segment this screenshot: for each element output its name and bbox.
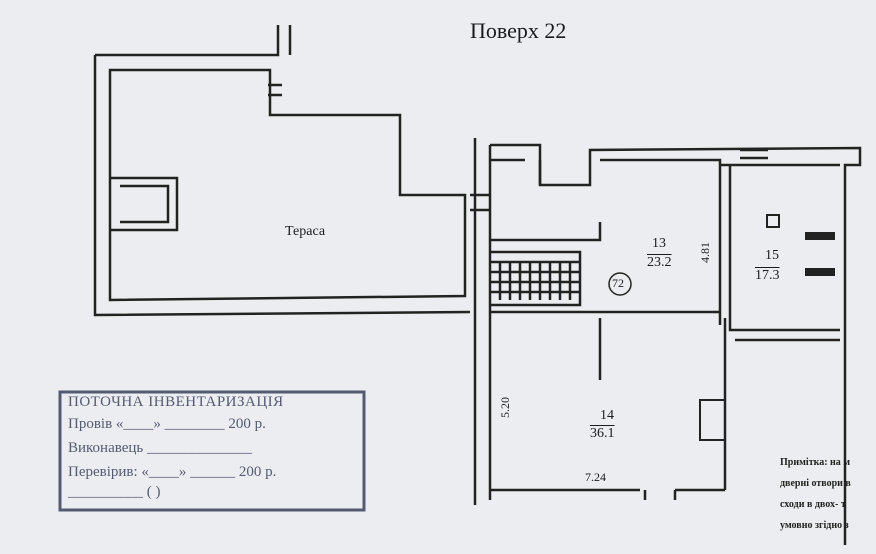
stamp-line-2: Виконавець ______________ — [68, 440, 253, 456]
room-13-area: 23.2 — [647, 255, 672, 270]
note-line: сходи в двох- т — [780, 499, 846, 510]
dimension-5-20: 5.20 — [498, 397, 512, 418]
apartment-inner-wall — [490, 158, 840, 492]
stamp-line-1: Провів «____» ________ 200 р. — [68, 416, 266, 432]
terrace-label: Тераса — [285, 224, 326, 239]
dimension-7-24: 7.24 — [585, 470, 606, 484]
terrace-outer-wall — [93, 25, 471, 317]
stamp-line-4: __________ ( ) — [68, 484, 161, 500]
room-14-number: 14 — [600, 408, 614, 423]
terrace-opening — [110, 176, 179, 232]
room-13-number: 13 — [652, 236, 666, 251]
apartment-number-circle — [608, 272, 632, 296]
room-15-number: 15 — [765, 248, 779, 263]
radiator-icon — [805, 232, 835, 240]
window-marks — [268, 83, 768, 500]
stamp-line-3: Перевірив: «____» ______ 200 р. — [68, 464, 277, 480]
stairs — [490, 222, 602, 307]
inventory-stamp: ПОТОЧНА ІНВЕНТАРИЗАЦІЯ Провів «____» ___… — [58, 384, 368, 514]
stamp-heading: ПОТОЧНА ІНВЕНТАРИЗАЦІЯ — [68, 394, 284, 410]
vent-icon — [766, 214, 780, 228]
apartment-outer-wall — [473, 138, 862, 545]
note-text: Примітка: на м дверні отвори в сходи в д… — [780, 452, 851, 536]
note-line: Примітка: на м — [780, 457, 851, 468]
floor-title: Поверх 22 — [470, 18, 567, 43]
room-15-area: 17.3 — [755, 268, 780, 283]
note-line: умовно згідно з — [780, 520, 849, 531]
note-line: дверні отвори в — [780, 478, 851, 489]
apartment-number: 72 — [612, 276, 624, 290]
room-14-area: 36.1 — [590, 426, 615, 441]
stamp-border — [58, 390, 366, 512]
dimension-4-81: 4.81 — [698, 242, 712, 263]
radiator-icon — [805, 268, 835, 276]
fireplace — [699, 399, 726, 441]
